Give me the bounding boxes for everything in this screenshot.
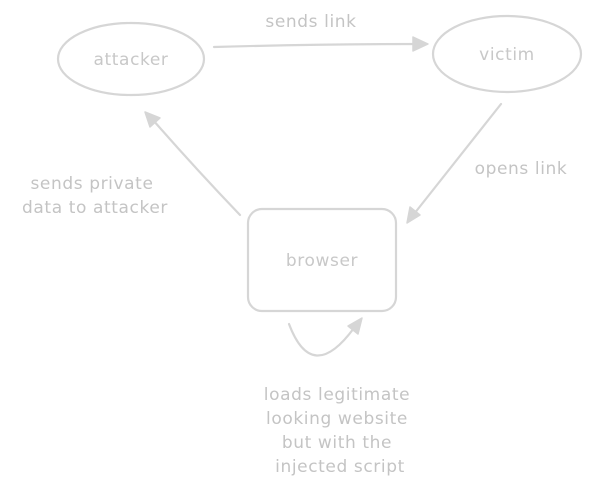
arrow-line-sends-private [151, 118, 242, 217]
arrow-head-sends-private [144, 111, 161, 128]
attacker-ellipse [56, 21, 206, 97]
victim-label: victim [479, 45, 535, 65]
arrow-head-sends-link [412, 36, 429, 52]
edge-label-sends-private: sends private data to attacker [22, 174, 168, 218]
victim-ellipse [431, 14, 583, 94]
edge-label-loads-website-line-1: loads legitimate [264, 385, 410, 405]
browser-box [246, 207, 398, 313]
browser-node[interactable]: browser [246, 207, 398, 313]
victim-node[interactable]: victim [431, 14, 583, 94]
edge-label-loads-website-line-4: injected script [275, 457, 405, 477]
edge-label-sends-private-line-2: data to attacker [22, 198, 168, 218]
arrow-head-loads-website [347, 317, 363, 335]
arrow-line-opens-link [412, 102, 503, 216]
edge-label-sends-link: sends link [265, 12, 356, 32]
arrow-head-opens-link [406, 206, 421, 224]
arrow-attacker-to-victim [212, 36, 429, 52]
attacker-label: attacker [94, 50, 169, 70]
edge-label-loads-website: loads legitimate looking website but wit… [264, 385, 416, 477]
edge-label-loads-website-line-3: but with the [282, 433, 392, 453]
arrow-line-loads-website [287, 322, 356, 357]
browser-label: browser [286, 251, 358, 271]
arrow-victim-to-browser [406, 102, 503, 224]
arrow-line-sends-link [212, 42, 422, 49]
arrow-browser-self-loop [287, 317, 363, 357]
arrow-browser-to-attacker [144, 111, 242, 217]
edge-label-loads-website-line-2: looking website [266, 409, 408, 429]
edge-label-opens-link: opens link [475, 159, 568, 179]
edge-label-sends-private-line-1: sends private [30, 174, 153, 194]
attacker-node[interactable]: attacker [56, 21, 206, 97]
